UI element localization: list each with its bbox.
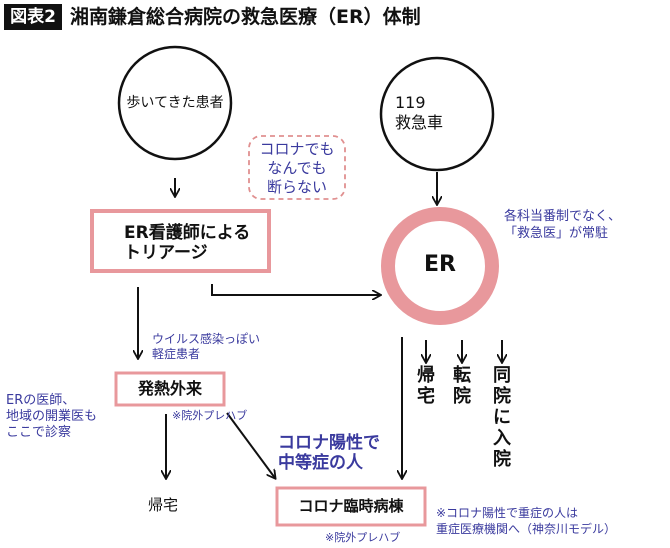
er-ring: [381, 207, 499, 325]
arrow-fever-to-ward: [226, 412, 275, 478]
no-refusal-line-3: 断らない: [266, 178, 327, 196]
er-label: ER: [424, 252, 456, 277]
home-label: 帰宅: [148, 496, 179, 514]
severe-line-1: ※コロナ陽性で重症の人は: [436, 506, 579, 520]
doctors-line-1: ERの医師、: [6, 393, 76, 408]
no-refusal-line-2: なんでも: [267, 159, 327, 177]
arrow-triage-to-er: [211, 284, 380, 295]
doctors-line-3: ここで診察: [6, 425, 72, 440]
no-refusal-bubble: [248, 135, 346, 200]
triage-box: [90, 209, 271, 273]
covid-moderate-line-1: コロナ陽性で: [278, 433, 380, 453]
prefab-note-fever: ※院外プレハブ: [172, 409, 248, 422]
covid-ward-label: コロナ臨時病棟: [298, 497, 404, 515]
er-staff-line-1: 各科当番制でなく、: [504, 209, 622, 224]
er-outcome-home: 帰宅: [417, 365, 435, 407]
fever-clinic-box: [114, 371, 226, 407]
er-staff-line-2: 「救急医」が常駐: [504, 226, 609, 241]
fever-clinic-label: 発熱外来: [137, 379, 202, 398]
doctors-line-2: 地域の開業医も: [6, 409, 98, 424]
ambulance-label: 救急車: [395, 113, 444, 132]
covid-moderate-line-2: 中等症の人: [278, 453, 363, 473]
triage-line-1: ER看護師による: [124, 223, 251, 243]
mild-line-1: ウイルス感染っぽい: [152, 332, 261, 346]
no-refusal-line-1: コロナでも: [259, 140, 335, 158]
figure-badge: 図表2: [4, 4, 62, 30]
er-outcome-transfer: 転院: [453, 365, 471, 407]
covid-ward-box: [275, 486, 427, 527]
diagram-title: 湘南鎌倉総合病院の救急医療（ER）体制: [70, 6, 421, 28]
prefab-note-ward: ※院外プレハブ: [325, 531, 401, 544]
walk-in-label: 歩いてきた患者: [126, 95, 224, 111]
er-outcome-admit: 同院に入院: [493, 365, 511, 470]
ambulance-number: 119: [395, 93, 426, 112]
severe-line-2: 重症医療機関へ（神奈川モデル）: [436, 522, 617, 536]
ambulance-circle: [379, 56, 495, 172]
walk-in-circle: [117, 45, 233, 161]
mild-line-2: 軽症患者: [152, 347, 201, 361]
triage-line-2: トリアージ: [124, 243, 208, 263]
